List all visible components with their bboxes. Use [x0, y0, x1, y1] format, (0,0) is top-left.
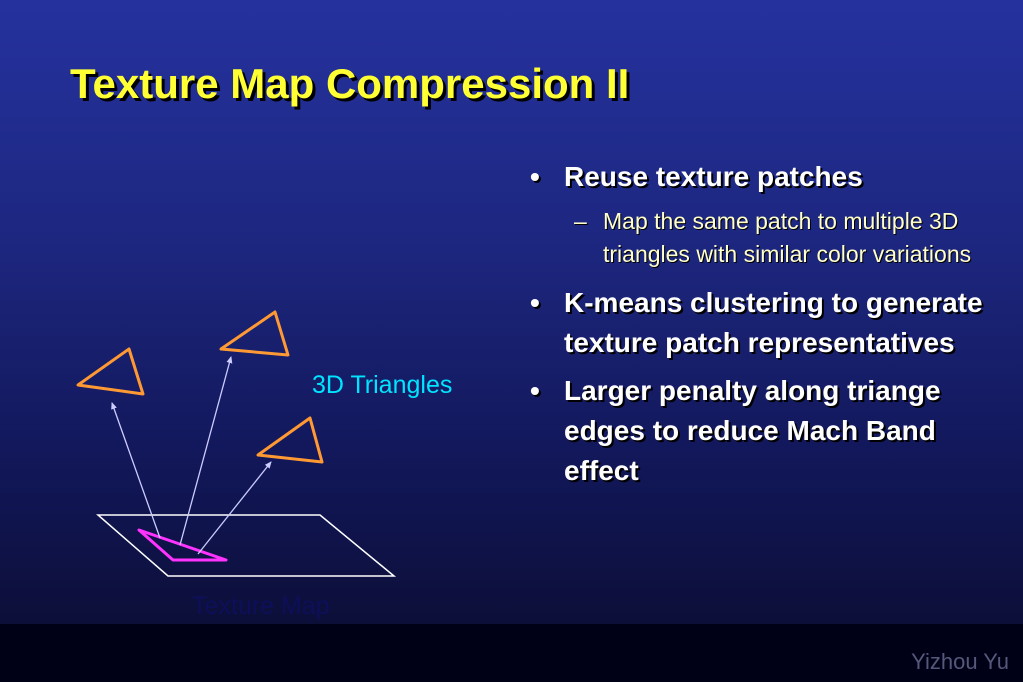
mapping-arrow: [111, 402, 161, 539]
mapping-arrow: [197, 461, 272, 555]
bullet-item: • K-means clustering to generate texture…: [527, 283, 997, 363]
bullet-glyph: •: [530, 161, 540, 192]
bullet-list: • Reuse texture patches – Map the same p…: [527, 157, 997, 499]
bullet-text: Larger penalty along triange edges to re…: [564, 375, 941, 486]
sub-bullet-glyph: –: [574, 208, 587, 234]
label-texture-map: Texture Map: [192, 592, 330, 620]
sub-bullet-text: Map the same patch to multiple 3D triang…: [603, 208, 972, 267]
mapping-arrow: [179, 356, 233, 546]
bullet-glyph: •: [530, 287, 540, 318]
3d-triangle: [256, 416, 324, 464]
3d-triangle: [219, 310, 290, 357]
3d-triangle: [76, 347, 145, 396]
bullet-text: Reuse texture patches: [564, 161, 863, 192]
label-3d-triangles: 3D Triangles: [312, 371, 453, 399]
author-name: Yizhou Yu: [911, 649, 1009, 674]
bullet-item: • Reuse texture patches: [527, 157, 997, 197]
texture-patch: [137, 528, 228, 562]
texture-map-plane: [95, 514, 397, 577]
footer-band: [0, 624, 1023, 682]
sub-bullet-item: – Map the same patch to multiple 3D tria…: [527, 205, 997, 271]
slide-title: Texture Map Compression II: [70, 60, 630, 107]
bullet-text: K-means clustering to generate texture p…: [564, 287, 983, 358]
bullet-item: • Larger penalty along triange edges to …: [527, 371, 997, 491]
bullet-glyph: •: [530, 375, 540, 406]
